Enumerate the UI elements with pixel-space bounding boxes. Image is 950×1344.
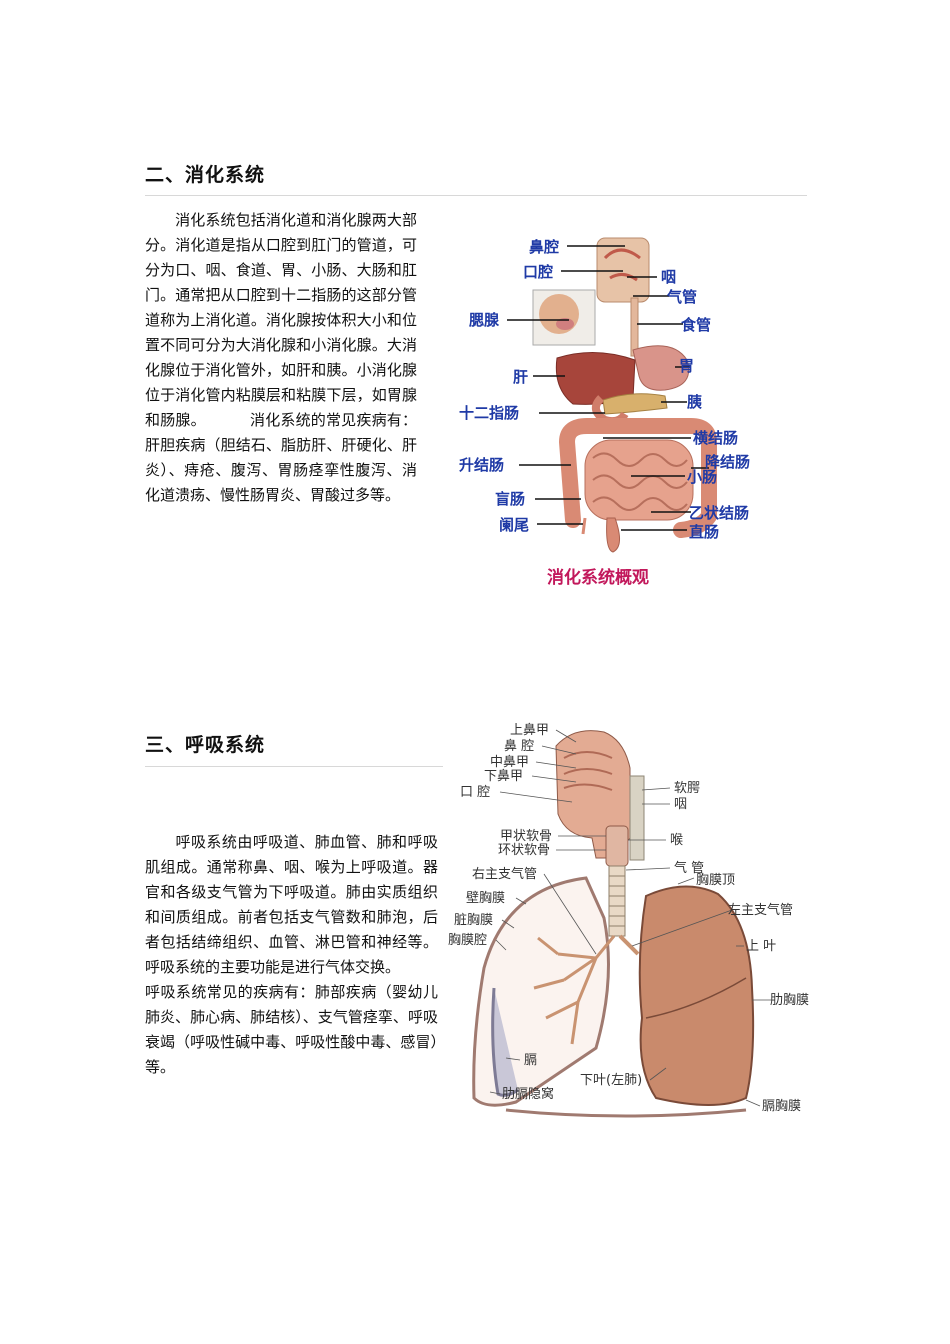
leader-costodiaphragmatic-recess xyxy=(489,1091,501,1095)
label-diaphragm: 膈 xyxy=(524,1053,537,1068)
label-inferior-concha: 下鼻甲 xyxy=(484,768,523,784)
leader-superior-concha xyxy=(555,729,577,743)
leader-left-bronchus xyxy=(631,909,733,947)
label-descending-colon: 降结肠 xyxy=(705,453,750,471)
label-liver: 肝 xyxy=(513,368,528,386)
small-intestine-shape xyxy=(584,439,694,521)
digestive-system-figure: 鼻腔 口腔 咽 气管 食管 腮腺 胃 肝 胰 十二指肠 横结肠 升结肠 降结肠 … xyxy=(455,228,800,593)
nasal-conchae-shape xyxy=(563,751,613,791)
label-soft-palate: 软腭 xyxy=(674,781,700,796)
label-diaphragmatic-pleura: 膈胸膜 xyxy=(762,1099,801,1114)
label-upper-lobe: 上 叶 xyxy=(746,939,776,954)
pleural-cavity-shape xyxy=(491,987,519,1097)
nasal-passage-shape xyxy=(603,248,641,260)
head-section-shape xyxy=(596,237,650,303)
leader-right-bronchus xyxy=(543,873,597,955)
label-duodenum: 十二指肠 xyxy=(459,404,519,422)
leader-middle-concha xyxy=(535,761,577,769)
label-lower-lobe: 下叶(左肺) xyxy=(580,1073,642,1088)
leader-diaphragm xyxy=(505,1057,521,1061)
leader-inferior-concha xyxy=(531,775,577,783)
label-visceral-pleura: 脏胸膜 xyxy=(454,913,493,928)
label-costodiaphragmatic-recess: 肋膈隐窝 xyxy=(502,1086,554,1102)
digestive-section-heading: 二、消化系统 xyxy=(145,164,266,186)
appendix-shape xyxy=(581,517,587,535)
label-sigmoid-colon: 乙状结肠 xyxy=(689,504,749,522)
label-trachea: 气管 xyxy=(666,288,697,306)
label-oral-cavity: 口腔 xyxy=(523,263,553,281)
label-ascending-colon: 升结肠 xyxy=(459,456,504,474)
label-parotid-gland: 腮腺 xyxy=(469,311,500,329)
label-cecum: 盲肠 xyxy=(495,490,525,508)
leader-nasal-cavity xyxy=(541,745,577,755)
label-costal-pleura: 肋胸膜 xyxy=(770,993,809,1008)
label-trachea: 气 管 xyxy=(674,860,704,876)
trachea-rings xyxy=(609,875,625,927)
respiratory-paragraph: 呼吸系统由呼吸道、肺血管、肺和呼吸肌组成。通常称鼻、咽、喉为上呼吸道。器官和各级… xyxy=(145,830,438,1080)
leader-parietal-pleura xyxy=(515,897,527,905)
leader-soft-palate xyxy=(641,787,671,791)
digestive-paragraph: 消化系统包括消化道和消化腺两大部分。消化道是指从口腔到肛门的管道，可分为口、咽、… xyxy=(145,208,417,508)
label-larynx: 喉 xyxy=(670,833,683,848)
label-thyroid-cartilage: 甲状软骨 xyxy=(500,829,552,844)
label-cricoid-cartilage: 环状软骨 xyxy=(498,843,550,858)
respiratory-system-figure: 上鼻甲 鼻 腔 中鼻甲 下鼻甲 口 腔 软腭 咽 甲状软骨 环状软骨 喉 右主支… xyxy=(446,718,818,1128)
digestive-system-diagram: 鼻腔 口腔 咽 气管 食管 腮腺 胃 肝 胰 十二指肠 横结肠 升结肠 降结肠 … xyxy=(459,237,750,588)
label-pancreas: 胰 xyxy=(687,393,702,411)
leader-trachea xyxy=(625,867,671,871)
small-intestine-loops xyxy=(592,452,688,511)
left-bronchus-shape xyxy=(618,934,640,956)
label-pleural-cupula: 胸膜顶 xyxy=(696,873,735,888)
large-intestine-shape xyxy=(558,418,717,538)
rectum-shape xyxy=(606,517,620,553)
respiratory-disease-text: 呼吸系统常见的疾病有：肺部疾病（婴幼儿肺炎、肺心病、肺结核）、支气管痉挛、呼吸衰… xyxy=(145,983,438,1076)
pancreas-shape xyxy=(602,393,668,415)
label-appendix: 阑尾 xyxy=(499,516,529,534)
digestive-figure-caption: 消化系统概观 xyxy=(547,567,649,588)
leader-pleural-cupula xyxy=(677,877,695,885)
respiratory-body-text: 呼吸系统由呼吸道、肺血管、肺和呼吸肌组成。通常称鼻、咽、喉为上呼吸道。器官和各级… xyxy=(145,833,438,976)
label-pharynx: 咽 xyxy=(674,797,687,812)
label-pleural-cavity: 胸膜腔 xyxy=(448,933,487,948)
left-lung-shape xyxy=(638,885,755,1106)
label-esophagus: 食管 xyxy=(681,316,711,334)
label-right-bronchus: 右主支气管 xyxy=(472,866,537,882)
label-small-intestine: 小肠 xyxy=(687,468,717,486)
trachea-shape xyxy=(608,865,626,937)
esophagus-shape xyxy=(630,297,639,357)
leader-diaphragmatic-pleura xyxy=(745,1099,761,1107)
label-oral-cavity: 口 腔 xyxy=(460,785,490,800)
label-left-bronchus: 左主支气管 xyxy=(728,902,793,918)
digestive-disease-text: 消化系统的常见疾病有：肝胆疾病（胆结石、脂肪肝、肝硬化、肝炎）、痔疮、腹泻、胃肠… xyxy=(145,411,417,504)
leader-visceral-pleura xyxy=(501,919,515,929)
label-nasal-cavity: 鼻腔 xyxy=(529,238,559,256)
leader-lower-lobe xyxy=(649,1067,667,1081)
oral-passage-shape xyxy=(609,273,638,282)
label-nasal-cavity: 鼻 腔 xyxy=(504,738,534,754)
label-transverse-colon: 横结肠 xyxy=(693,429,738,447)
diaphragm-shape xyxy=(505,1108,747,1118)
digestive-body-text: 消化系统包括消化道和消化腺两大部分。消化道是指从口腔到肛门的管道，可分为口、咽、… xyxy=(145,211,417,429)
respiratory-section-heading: 三、呼吸系统 xyxy=(145,734,266,756)
label-stomach: 胃 xyxy=(679,357,694,375)
label-rectum: 直肠 xyxy=(689,523,719,541)
bronchial-tree-shape xyxy=(533,935,616,1045)
label-middle-concha: 中鼻甲 xyxy=(490,754,529,770)
digestive-heading-rule xyxy=(145,195,807,196)
leader-pleural-cavity xyxy=(495,939,507,951)
label-pharynx: 咽 xyxy=(661,268,676,286)
stomach-shape xyxy=(632,345,690,391)
respiratory-system-diagram: 上鼻甲 鼻 腔 中鼻甲 下鼻甲 口 腔 软腭 咽 甲状软骨 环状软骨 喉 右主支… xyxy=(448,722,809,1118)
spine-shape xyxy=(629,775,645,861)
larynx-shape xyxy=(605,825,629,867)
parotid-gland-shape xyxy=(556,318,574,330)
leader-oral-cavity xyxy=(499,791,573,803)
label-parietal-pleura: 壁胸膜 xyxy=(466,891,505,906)
left-lung-fissure xyxy=(645,977,747,1019)
respiratory-heading-rule xyxy=(145,766,443,767)
label-superior-concha: 上鼻甲 xyxy=(510,722,549,738)
